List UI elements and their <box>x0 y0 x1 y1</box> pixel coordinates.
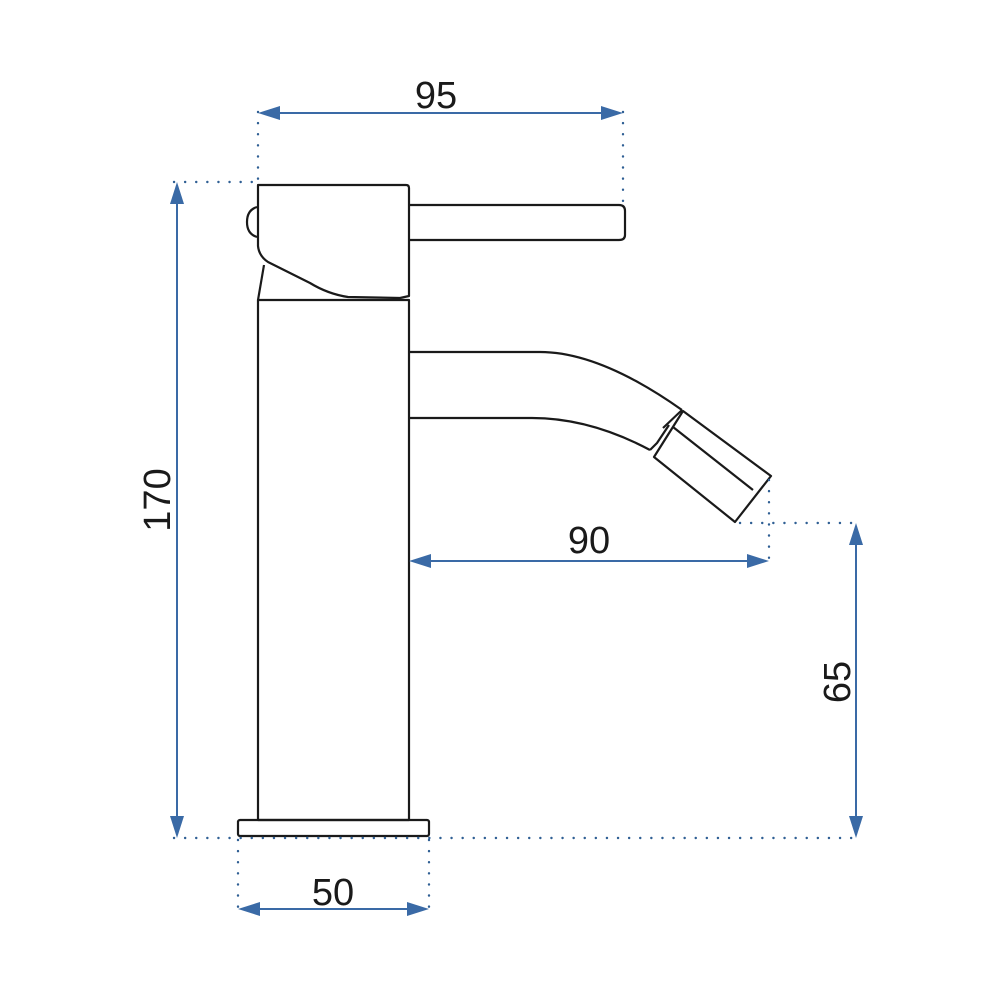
arrowhead-left <box>409 554 431 568</box>
spout-collar <box>649 424 670 451</box>
arrowhead-right <box>601 106 623 120</box>
lever-knob <box>245 205 258 239</box>
arrowhead-top <box>849 523 863 545</box>
faucet-outline <box>236 183 773 838</box>
handle-rod <box>409 203 627 242</box>
extension-lines <box>172 110 860 912</box>
arrowhead-right <box>747 554 769 568</box>
arrowhead-left <box>238 902 260 916</box>
spout-underside <box>409 416 651 451</box>
dimension-label: 95 <box>415 75 457 117</box>
bidet-nozzle <box>652 409 773 524</box>
dimension-label: 65 <box>817 661 859 703</box>
dimension-base-width: 50 <box>238 872 429 916</box>
arrowhead-left <box>258 106 280 120</box>
arrowhead-bottom <box>170 816 184 838</box>
dimension-height-total: 170 <box>137 182 184 838</box>
base-plate <box>236 818 431 838</box>
arrowhead-bottom <box>849 816 863 838</box>
lever-neck <box>256 264 266 301</box>
dimension-label: 50 <box>312 872 354 914</box>
lever-head <box>256 183 411 300</box>
arrowhead-top <box>170 182 184 204</box>
dimension-label: 90 <box>568 520 610 562</box>
bidet-nozzle-edge <box>672 426 754 491</box>
dimension-spout-height: 65 <box>817 523 863 838</box>
dimension-spout-reach: 90 <box>409 520 769 568</box>
arrowhead-right <box>407 902 429 916</box>
dimension-label: 170 <box>137 468 179 531</box>
dimension-width-top: 95 <box>258 75 623 120</box>
faucet-body <box>256 298 411 822</box>
spout <box>409 350 683 411</box>
spout-collar-ring <box>662 409 683 429</box>
